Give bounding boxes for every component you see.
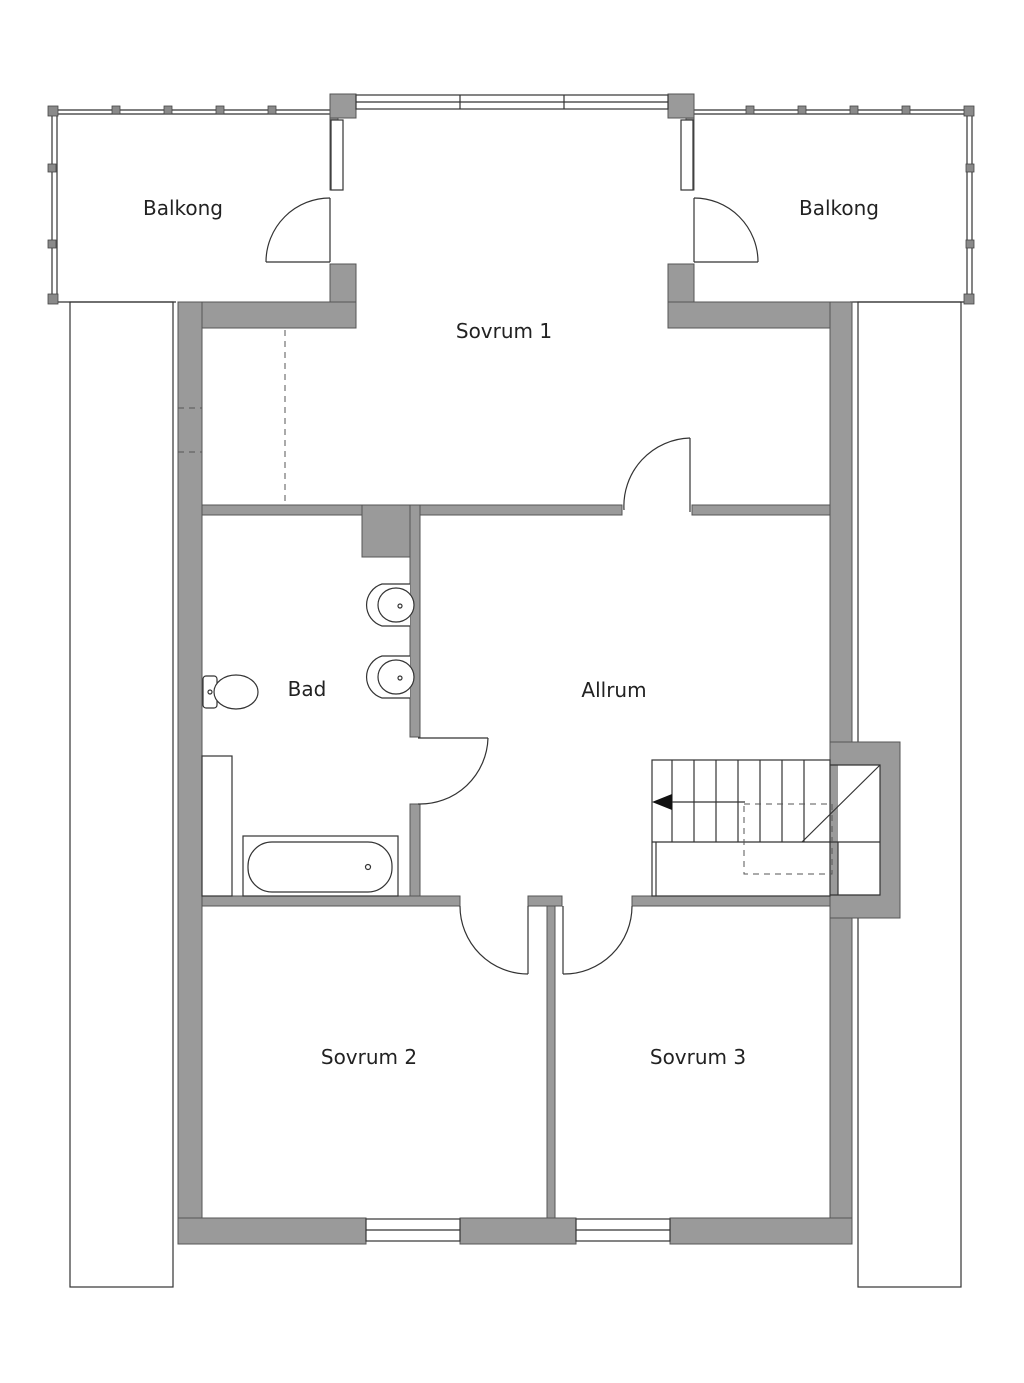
- bathtub-icon: [242, 835, 399, 897]
- door-balcony-right: [693, 197, 759, 263]
- room-label-family-room: Allrum: [581, 678, 646, 702]
- door-bathroom: [417, 737, 489, 805]
- window-dormer-left: [330, 119, 344, 191]
- cabinet-icon: [201, 755, 233, 897]
- exterior-walls: [177, 93, 901, 1245]
- door-balcony-left: [265, 197, 331, 263]
- window-dormer-right: [680, 119, 694, 191]
- staircase: [651, 759, 881, 897]
- window-top: [355, 94, 669, 110]
- window-bedroom-2: [365, 1218, 461, 1242]
- roof-overhang-left: [69, 301, 174, 1288]
- toilet-icon: [202, 674, 259, 710]
- door-bedroom-3: [562, 905, 633, 975]
- balcony-left-railing: [47, 105, 330, 305]
- sink-icon: [366, 655, 415, 699]
- balcony-right-railing: [694, 105, 975, 305]
- room-label-balcony-left: Balkong: [143, 196, 223, 220]
- room-label-bedroom-2: Sovrum 2: [321, 1045, 417, 1069]
- room-label-bedroom-1: Sovrum 1: [456, 319, 552, 343]
- room-label-bathroom: Bad: [288, 677, 327, 701]
- room-label-bedroom-3: Sovrum 3: [650, 1045, 746, 1069]
- room-label-balcony-right: Balkong: [799, 196, 879, 220]
- sloped-ceiling-line: [178, 330, 286, 505]
- door-bedroom-2: [459, 905, 529, 975]
- sink-icon: [366, 583, 415, 627]
- door-bedroom-1: [623, 437, 691, 512]
- window-bedroom-3: [575, 1218, 671, 1242]
